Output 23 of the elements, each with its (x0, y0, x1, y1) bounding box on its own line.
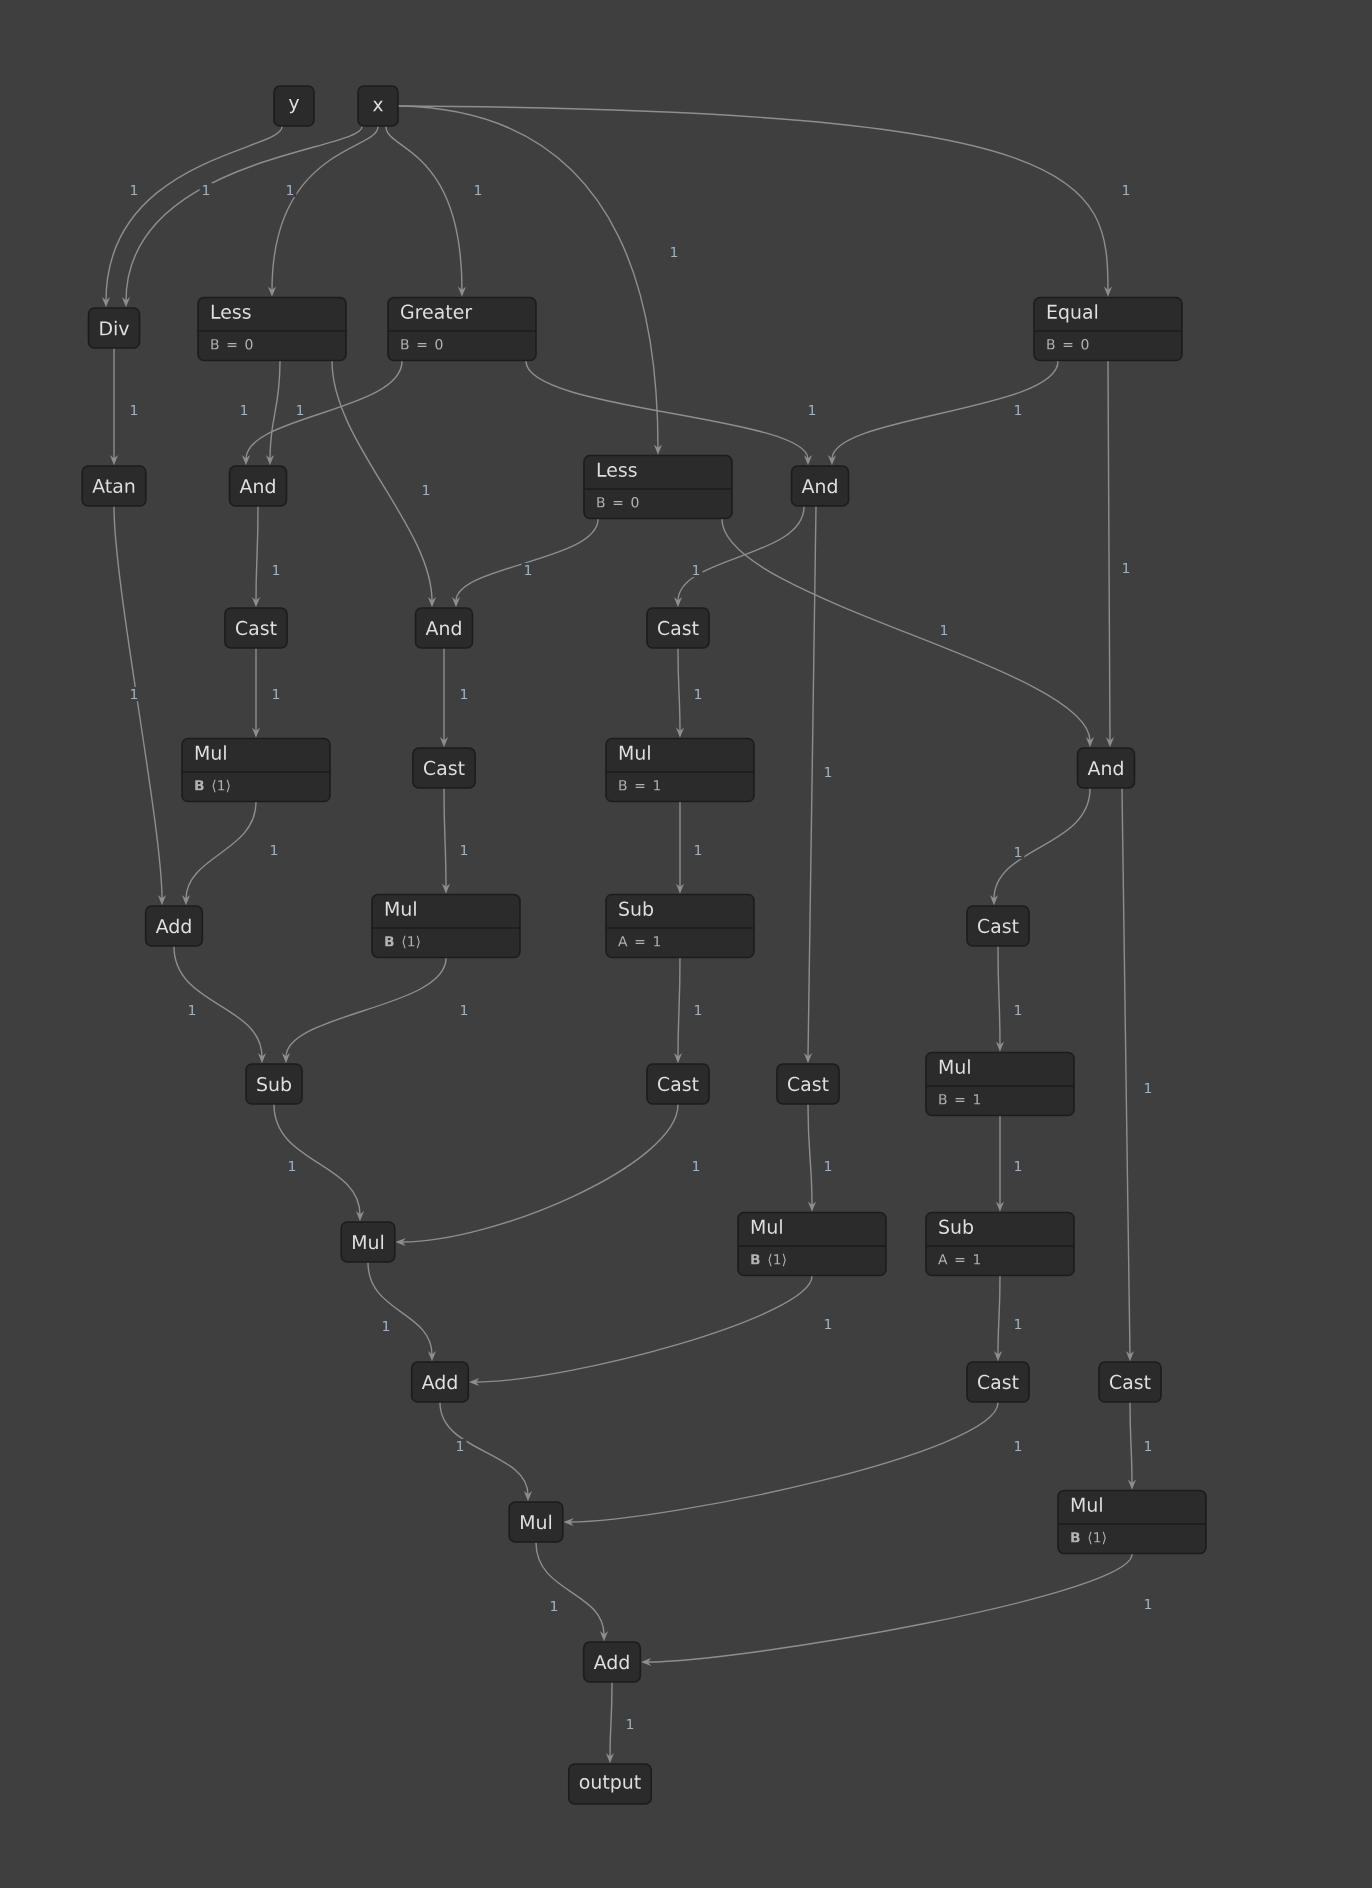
operator-box: Add (582, 1641, 642, 1683)
input-box: y (273, 85, 315, 127)
operator-box: Cast (412, 747, 476, 789)
operator-box: Cast (776, 1063, 840, 1105)
operator-box: Cast (1098, 1361, 1162, 1403)
operator-box: Cast (646, 1063, 710, 1105)
operator-box: Cast (224, 607, 288, 649)
operator-box: Add (144, 905, 204, 947)
operator-box: Mul (340, 1221, 396, 1263)
operator-box: And (1076, 747, 1136, 789)
operator-box: And (790, 465, 850, 507)
operator-box: Mul (508, 1501, 564, 1543)
operator-box: Div (87, 307, 141, 349)
operator-box: Atan (81, 465, 147, 507)
operator-box: Cast (646, 607, 710, 649)
output-box: output (568, 1763, 652, 1805)
operator-box: Sub (245, 1063, 303, 1105)
input-box: x (357, 85, 399, 127)
operator-box: Add (410, 1361, 470, 1403)
operator-box: Cast (966, 905, 1030, 947)
operator-box: And (414, 607, 474, 649)
operator-box: And (228, 465, 288, 507)
operator-box: Cast (966, 1361, 1030, 1403)
